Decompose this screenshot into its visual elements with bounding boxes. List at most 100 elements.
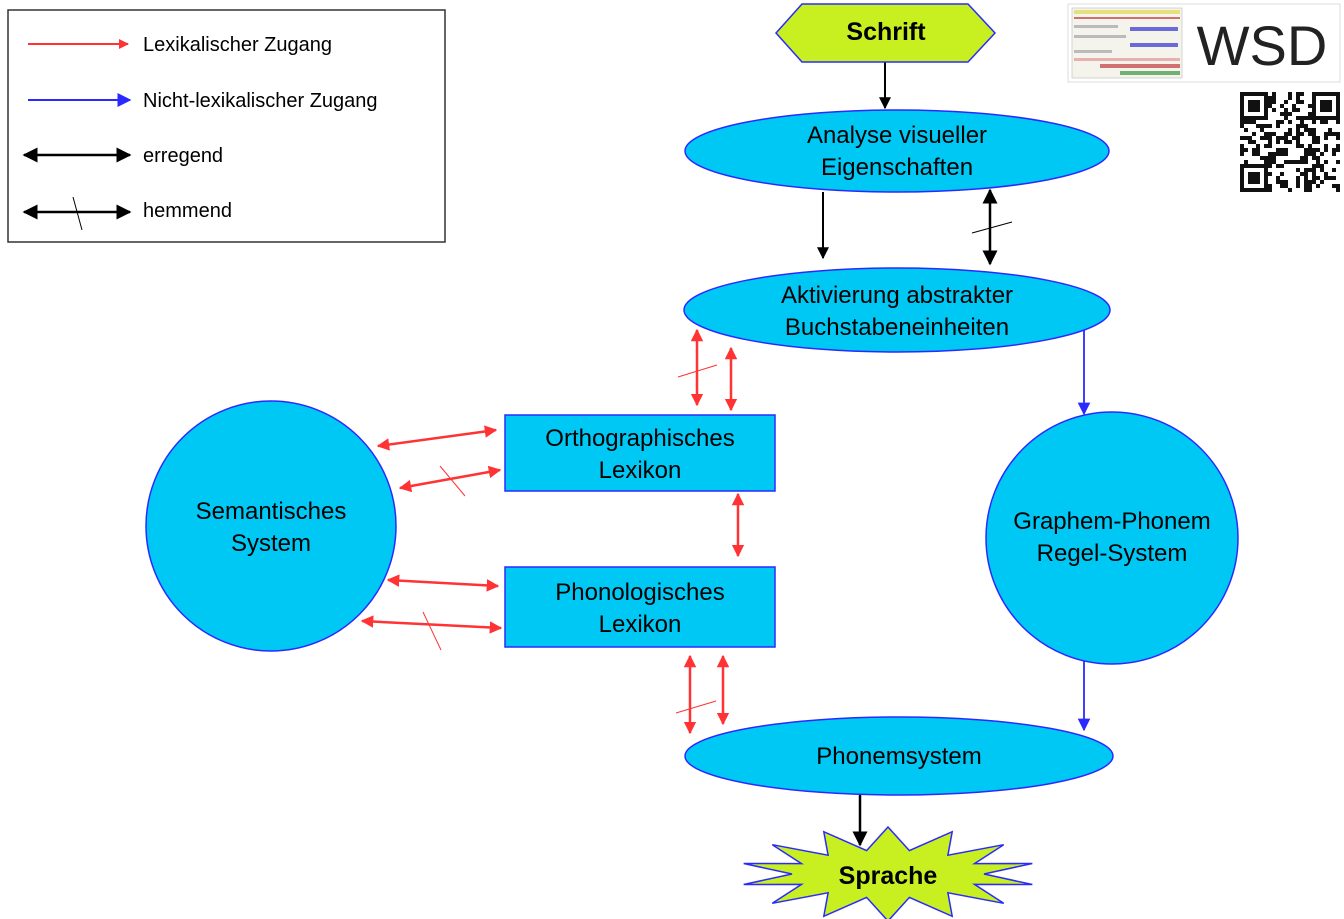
qr-module <box>1256 100 1260 104</box>
qr-module <box>1264 116 1268 120</box>
qr-module <box>1268 152 1272 156</box>
qr-module <box>1292 136 1296 140</box>
qr-module <box>1244 188 1248 192</box>
qr-module <box>1264 112 1268 116</box>
qr-module <box>1312 136 1316 140</box>
qr-module <box>1324 116 1328 120</box>
qr-module <box>1300 172 1304 176</box>
qr-module <box>1296 132 1300 136</box>
qr-module <box>1284 180 1288 184</box>
qr-module <box>1320 116 1324 120</box>
qr-module <box>1296 144 1300 148</box>
qr-module <box>1304 180 1308 184</box>
qr-module <box>1304 128 1308 132</box>
qr-module <box>1240 168 1244 172</box>
qr-module <box>1308 104 1312 108</box>
qr-module <box>1252 148 1256 152</box>
qr-module <box>1248 104 1252 108</box>
qr-module <box>1256 172 1260 176</box>
ortho-label-line2: Lexikon <box>599 457 682 484</box>
inhibitory-slash <box>439 465 466 497</box>
qr-module <box>1300 120 1304 124</box>
qr-module <box>1268 100 1272 104</box>
qr-module <box>1240 188 1244 192</box>
qr-module <box>1296 176 1300 180</box>
node-aktivierung: Aktivierung abstrakter Buchstabeneinheit… <box>683 267 1111 353</box>
qr-module <box>1332 116 1336 120</box>
qr-module <box>1244 120 1248 124</box>
logo-thumb-line <box>1074 50 1112 53</box>
qr-module <box>1324 144 1328 148</box>
qr-module <box>1324 104 1328 108</box>
qr-module <box>1256 104 1260 108</box>
qr-module <box>1304 168 1308 172</box>
graphem-label-line1: Graphem-Phonem <box>1013 508 1210 535</box>
qr-module <box>1264 132 1268 136</box>
wsd-logo: WSD <box>1067 3 1341 83</box>
qr-module <box>1260 92 1264 96</box>
aktivierung-shape <box>683 267 1111 353</box>
qr-module <box>1264 160 1268 164</box>
qr-module <box>1268 188 1272 192</box>
qr-module <box>1312 164 1316 168</box>
qr-module <box>1336 108 1340 112</box>
qr-module <box>1320 164 1324 168</box>
qr-module <box>1268 136 1272 140</box>
qr-module <box>1336 132 1340 136</box>
qr-module <box>1268 96 1272 100</box>
qr-module <box>1284 112 1288 116</box>
phono-label-line1: Phonologisches <box>555 579 724 606</box>
node-graphem: Graphem-Phonem Regel-System <box>985 411 1239 665</box>
qr-module <box>1316 116 1320 120</box>
aktivierung-label-line1: Aktivierung abstrakter <box>781 282 1013 309</box>
qr-module <box>1244 164 1248 168</box>
qr-module <box>1328 108 1332 112</box>
qr-module <box>1324 120 1328 124</box>
qr-module <box>1296 136 1300 140</box>
qr-module <box>1288 132 1292 136</box>
qr-module <box>1320 104 1324 108</box>
qr-module <box>1288 128 1292 132</box>
logo-thumb-line <box>1074 17 1180 19</box>
qr-module <box>1268 160 1272 164</box>
qr-module <box>1264 108 1268 112</box>
qr-module <box>1252 100 1256 104</box>
qr-module <box>1244 148 1248 152</box>
qr-module <box>1268 156 1272 160</box>
qr-module <box>1244 116 1248 120</box>
qr-module <box>1280 172 1284 176</box>
qr-module <box>1336 120 1340 124</box>
logo-thumb-line <box>1130 27 1178 31</box>
qr-module <box>1240 92 1244 96</box>
qr-module <box>1264 136 1268 140</box>
qr-module <box>1256 164 1260 168</box>
qr-module <box>1308 168 1312 172</box>
qr-module <box>1332 168 1336 172</box>
schrift-shape <box>774 3 997 63</box>
qr-module <box>1268 104 1272 108</box>
qr-module <box>1288 160 1292 164</box>
qr-module <box>1332 152 1336 156</box>
qr-module <box>1268 132 1272 136</box>
qr-module <box>1296 116 1300 120</box>
sprache-shape <box>743 825 1033 919</box>
qr-module <box>1312 176 1316 180</box>
qr-module <box>1252 172 1256 176</box>
qr-module <box>1276 176 1280 180</box>
qr-module <box>1260 128 1264 132</box>
qr-module <box>1240 184 1244 188</box>
qr-module <box>1252 108 1256 112</box>
qr-module <box>1260 188 1264 192</box>
qr-module <box>1328 104 1332 108</box>
qr-module <box>1252 180 1256 184</box>
qr-module <box>1328 176 1332 180</box>
arrow-semantisch-phono-inhibitory <box>360 615 503 634</box>
qr-module <box>1328 100 1332 104</box>
inhibitory-slash <box>971 221 1013 234</box>
qr-module <box>1276 136 1280 140</box>
qr-module <box>1260 164 1264 168</box>
logo-thumb-line <box>1074 25 1118 28</box>
qr-module <box>1244 92 1248 96</box>
qr-module <box>1336 188 1340 192</box>
qr-module <box>1252 104 1256 108</box>
